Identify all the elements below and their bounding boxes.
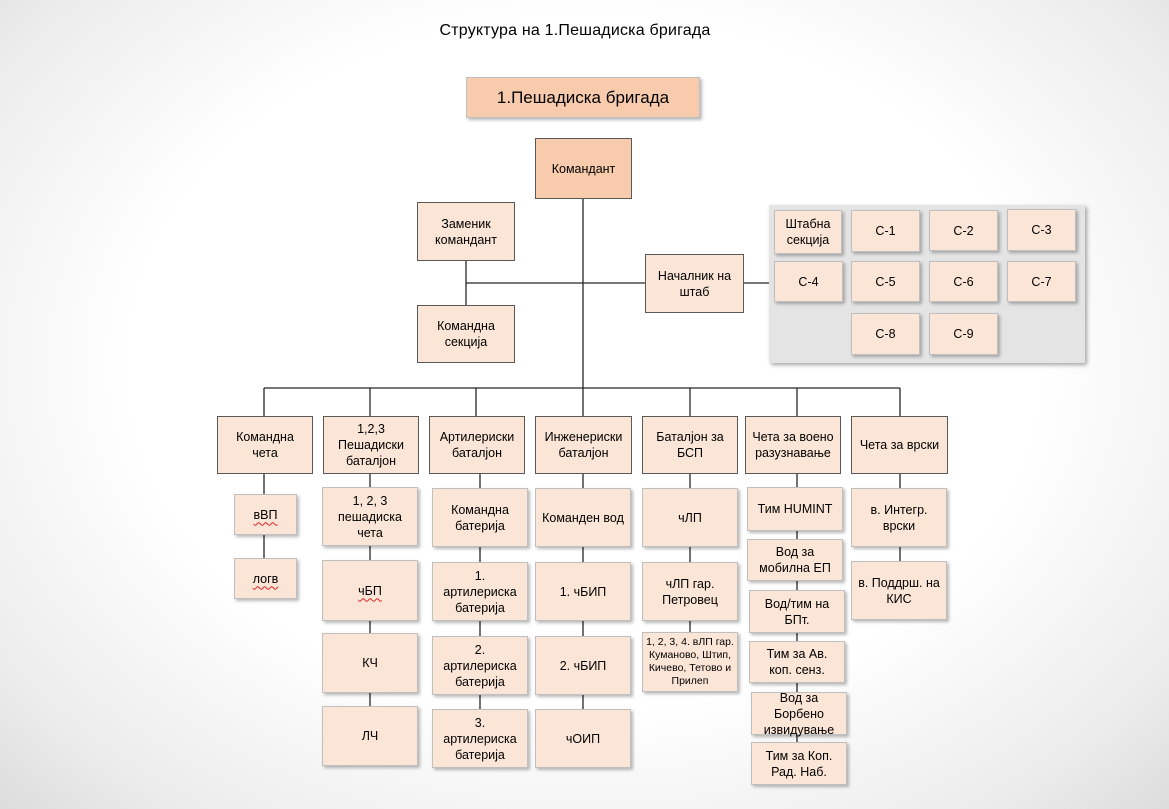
- art-battery-3-box: 3. артилериска батерија: [432, 709, 528, 768]
- recon-company-box: Чета за воено разузнавање: [745, 416, 841, 474]
- bsp-vlp-garrisons-box: 1, 2, 3, 4. вЛП гар. Куманово, Штип, Кич…: [642, 632, 738, 692]
- inf-companies-box: 1, 2, 3 пешадиска чета: [322, 487, 418, 546]
- bsp-clp-box: чЛП: [642, 488, 738, 547]
- deputy-commander-box: Заменик командант: [417, 202, 515, 261]
- s6-box: С-6: [929, 261, 998, 302]
- sig-integrated-box: в. Интегр. врски: [851, 488, 947, 547]
- art-battery-2-box: 2. артилериска батерија: [432, 636, 528, 695]
- bsp-clp-petrovec-box: чЛП гар. Петровец: [642, 562, 738, 621]
- art-command-battery-box: Командна батерија: [432, 488, 528, 547]
- rec-uav-box: Вод/тим на БПт.: [749, 590, 845, 633]
- s5-box: С-5: [851, 261, 920, 302]
- inf-lch-box: ЛЧ: [322, 706, 418, 766]
- infantry-battalions-box: 1,2,3 Пешадиски баталјон: [323, 416, 419, 474]
- engineer-battalion-box: Инженериски баталјон: [535, 416, 632, 474]
- rec-airborne-sensor-box: Тим за Ав. коп. сенз.: [749, 641, 845, 683]
- brigade-box: 1.Пешадиска бригада: [466, 77, 700, 118]
- rec-mobile-ep-box: Вод за мобилна ЕП: [747, 539, 843, 581]
- command-section-box: Командна секција: [417, 305, 515, 363]
- s4-box: С-4: [774, 261, 843, 302]
- s9-box: С-9: [929, 313, 998, 355]
- commander-box: Командант: [535, 138, 632, 199]
- artillery-battalion-box: Артилериски баталјон: [429, 416, 525, 474]
- s1-box: С-1: [851, 210, 920, 252]
- chief-of-staff-box: Началник на штаб: [645, 254, 744, 313]
- staff-section-box: Штабна секција: [774, 210, 842, 254]
- art-battery-1-box: 1. артилериска батерија: [432, 562, 528, 621]
- cc-logv-box: логв: [234, 558, 297, 599]
- rec-combat-recon-box: Вод за Борбено извидување: [751, 691, 847, 737]
- rec-humint-box: Тим HUMINT: [747, 487, 843, 531]
- rec-ground-radar-box: Тим за Коп. Рад. Наб.: [751, 742, 847, 785]
- s7-box: С-7: [1007, 261, 1076, 302]
- inf-cbp-box: чБП: [322, 560, 418, 621]
- sig-cis-support-box: в. Поддрш. на КИС: [851, 561, 947, 620]
- s8-box: С-8: [851, 313, 920, 355]
- bsp-battalion-box: Баталјон за БСП: [642, 416, 738, 474]
- command-company-box: Командна чета: [217, 416, 313, 474]
- inf-kch-box: КЧ: [322, 633, 418, 693]
- s2-box: С-2: [929, 210, 998, 251]
- chart-title: Структура на 1.Пешадиска бригада: [439, 22, 711, 39]
- cc-vvp-box: вВП: [234, 494, 297, 535]
- eng-cbip-2-box: 2. чБИП: [535, 636, 631, 695]
- eng-coip-box: чОИП: [535, 709, 631, 768]
- eng-command-platoon-box: Команден вод: [535, 488, 631, 547]
- eng-cbip-1-box: 1. чБИП: [535, 562, 631, 621]
- signal-company-box: Чета за врски: [851, 416, 948, 474]
- s3-box: С-3: [1007, 209, 1076, 251]
